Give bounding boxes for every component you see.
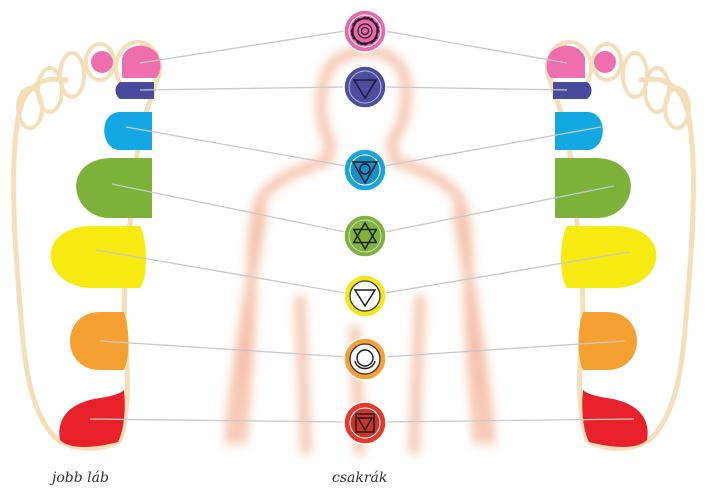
chakra-solar-plexus — [344, 275, 386, 317]
right-toe-small-3 — [623, 53, 647, 97]
left-zone-throat — [104, 112, 152, 150]
chakra-column — [344, 10, 386, 444]
chakra-crown — [344, 10, 386, 52]
left-toe-small-3 — [60, 53, 84, 97]
connector-left-third-eye — [140, 87, 344, 90]
left-zone-heart — [76, 158, 152, 218]
right-zone-solar-plexus — [561, 226, 656, 288]
connector-left-throat — [126, 127, 346, 166]
connector-left-crown — [140, 31, 345, 63]
chakra-third-eye — [344, 66, 386, 108]
connector-right-third-eye — [386, 87, 567, 90]
right-foot-caption: jobb láb — [52, 470, 109, 486]
chakra-throat — [344, 149, 386, 191]
left-zone-sacral — [70, 312, 129, 370]
right-zone-root — [582, 390, 647, 447]
left-zone-solar-plexus — [51, 226, 146, 288]
connector-left-sacral — [100, 341, 346, 357]
right-zone-heart — [555, 158, 631, 218]
right-zone-crown-small — [594, 51, 616, 73]
connector-right-crown — [385, 31, 567, 63]
chakras-caption: csakrák — [332, 470, 387, 486]
chakra-sacral — [344, 338, 386, 380]
chakra-root — [344, 402, 386, 444]
left-zone-crown-small — [91, 51, 113, 73]
chakra-heart — [344, 215, 386, 257]
right-zone-sacral — [579, 312, 638, 370]
left-foot — [14, 42, 161, 448]
right-foot — [547, 42, 694, 448]
